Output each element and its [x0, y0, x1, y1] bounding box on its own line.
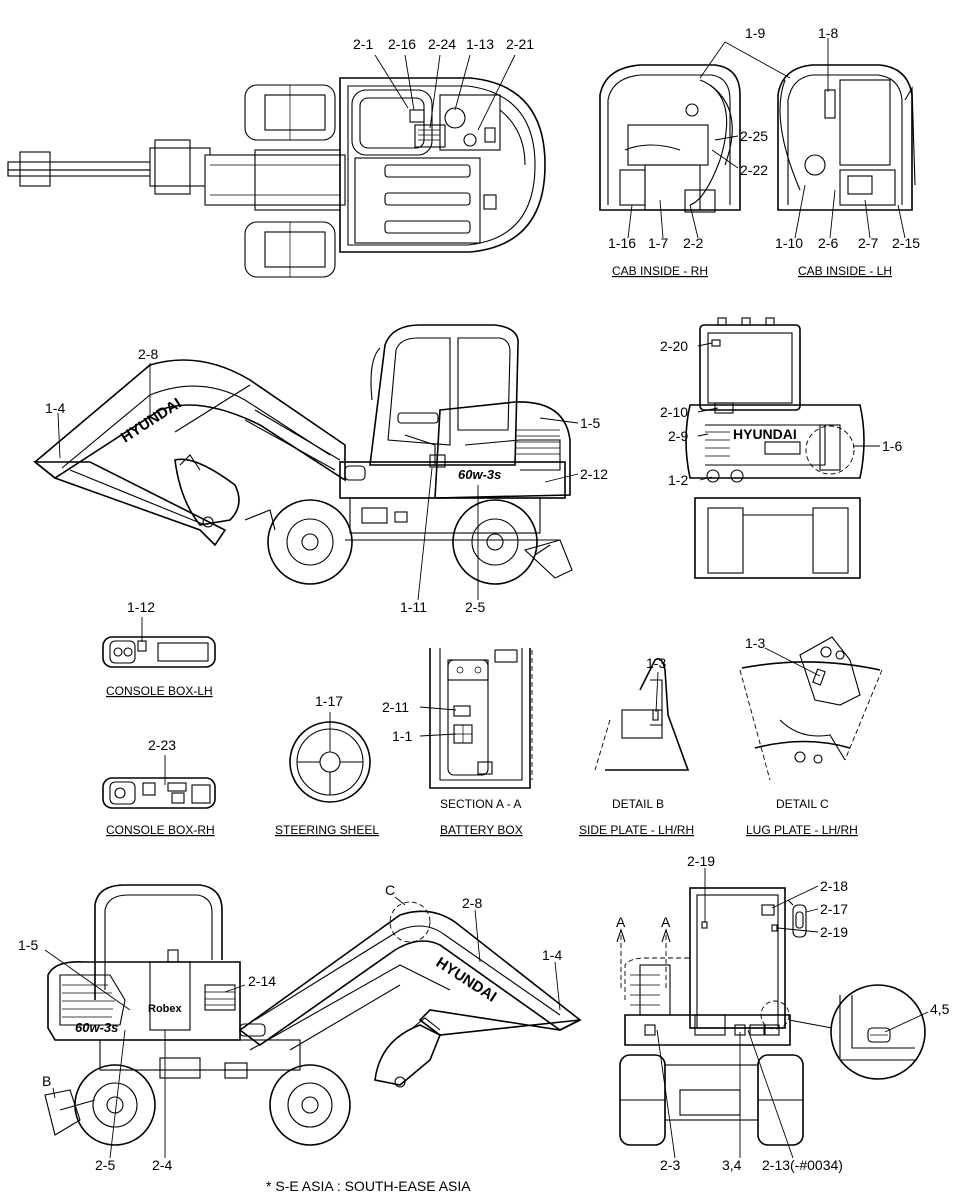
- label-2-22: 2-22: [740, 162, 768, 178]
- label-1-5-side: 1-5: [580, 415, 600, 431]
- label-2-2: 2-2: [683, 235, 703, 251]
- side-view-lh: 60w-3s Robex HYUNDAI: [18, 882, 582, 1173]
- label-2-6: 2-6: [818, 235, 838, 251]
- cab-inside-rh-view: 1-9 2-25 2-22 1-16 1-7 2-2 CAB INSIDE - …: [599, 25, 791, 278]
- label-2-10: 2-10: [660, 404, 688, 420]
- label-a-left: A: [616, 914, 626, 930]
- console-box-rh: 2-23 CONSOLE BOX-RH: [102, 737, 216, 837]
- rear-decal-hyundai: HYUNDAI: [733, 426, 797, 442]
- steering-wheel: 1-17 STEERING SHEEL: [275, 693, 379, 837]
- console-box-lh: 1-12 CONSOLE BOX-LH: [102, 599, 216, 698]
- label-1-3-detail-c: 1-3: [745, 635, 765, 651]
- label-1-16: 1-16: [608, 235, 636, 251]
- detail-c-lug-plate: 1-3 DETAIL C LUG PLATE - LH/RH: [739, 635, 883, 837]
- label-2-14: 2-14: [248, 973, 276, 989]
- robex-decal: Robex: [148, 1003, 183, 1015]
- label-2-19-side: 2-19: [820, 924, 848, 940]
- boom-decal-hyundai: HYUNDAI: [118, 395, 185, 446]
- label-2-21: 2-21: [506, 36, 534, 52]
- label-2-24: 2-24: [428, 36, 456, 52]
- caption-lug-plate: LUG PLATE - LH/RH: [746, 823, 858, 837]
- side-view-rh: HYUNDAI 60w-3s: [32, 324, 608, 615]
- model-decal-lower: 60w-3s: [75, 1020, 118, 1035]
- label-1-8: 1-8: [818, 25, 838, 41]
- label-2-19-top: 2-19: [687, 853, 715, 869]
- label-b: B: [42, 1073, 51, 1089]
- label-2-25: 2-25: [740, 128, 768, 144]
- label-2-15: 2-15: [892, 235, 920, 251]
- label-2-16: 2-16: [388, 36, 416, 52]
- label-2-1: 2-1: [353, 36, 373, 52]
- caption-battery-box: BATTERY BOX: [440, 823, 523, 837]
- label-1-9: 1-9: [745, 25, 765, 41]
- model-decal-side: 60w-3s: [458, 467, 501, 482]
- label-1-5-lower: 1-5: [18, 937, 38, 953]
- label-2-5-lower: 2-5: [95, 1157, 115, 1173]
- caption-cab-inside-rh: CAB INSIDE - RH: [612, 264, 708, 278]
- label-c: C: [385, 882, 395, 898]
- caption-console-box-rh: CONSOLE BOX-RH: [106, 823, 215, 837]
- label-1-1: 1-1: [392, 728, 412, 744]
- label-1-10: 1-10: [775, 235, 803, 251]
- label-2-3: 2-3: [660, 1157, 680, 1173]
- label-2-13: 2-13(-#0034): [762, 1157, 843, 1173]
- label-1-2: 1-2: [668, 472, 688, 488]
- label-1-17: 1-17: [315, 693, 343, 709]
- label-a-right: A: [661, 914, 671, 930]
- caption-console-box-lh: CONSOLE BOX-LH: [106, 684, 213, 698]
- label-2-18: 2-18: [820, 878, 848, 894]
- label-3-4: 3,4: [722, 1157, 742, 1173]
- label-4-5: 4,5: [930, 1001, 950, 1017]
- caption-detail-b: DETAIL B: [612, 797, 664, 811]
- label-1-4-side: 1-4: [45, 400, 65, 416]
- top-view: 2-1 2-16 2-24 1-13 2-21: [7, 36, 546, 278]
- label-2-12: 2-12: [580, 466, 608, 482]
- label-1-4-lower: 1-4: [542, 947, 562, 963]
- label-1-13: 1-13: [466, 36, 494, 52]
- caption-detail-c: DETAIL C: [776, 797, 829, 811]
- label-2-7: 2-7: [858, 235, 878, 251]
- label-2-20: 2-20: [660, 338, 688, 354]
- label-2-9: 2-9: [668, 428, 688, 444]
- caption-section-aa: SECTION A - A: [440, 797, 521, 811]
- rear-view: HYUNDAI 2-20 2-10 2-9 1-6 1-2: [660, 317, 902, 579]
- label-2-23: 2-23: [148, 737, 176, 753]
- label-1-3-detail-b: 1-3: [646, 655, 666, 671]
- caption-side-plate: SIDE PLATE - LH/RH: [579, 823, 694, 837]
- caption-steering-wheel: STEERING SHEEL: [275, 823, 379, 837]
- label-2-17: 2-17: [820, 901, 848, 917]
- footnote: * S-E ASIA : SOUTH-EASE ASIA: [266, 1178, 471, 1194]
- label-1-12: 1-12: [127, 599, 155, 615]
- label-1-7: 1-7: [648, 235, 668, 251]
- label-1-11: 1-11: [400, 599, 427, 615]
- label-2-5-side: 2-5: [465, 599, 485, 615]
- label-2-8-lower: 2-8: [462, 895, 482, 911]
- battery-box: 2-11 1-1 SECTION A - A BATTERY BOX: [382, 648, 533, 837]
- label-2-11: 2-11: [382, 699, 409, 715]
- detail-b-side-plate: 1-3 DETAIL B SIDE PLATE - LH/RH: [579, 655, 694, 837]
- label-1-6: 1-6: [882, 438, 902, 454]
- caption-cab-inside-lh: CAB INSIDE - LH: [798, 264, 892, 278]
- label-2-4: 2-4: [152, 1157, 172, 1173]
- front-view: 2-19 2-18 2-17 2-19 A A 4,5 2-3 3,4 2-13…: [616, 853, 950, 1173]
- cab-inside-lh-view: 1-8 1-10 2-6 2-7 2-15 CAB INSIDE - LH: [775, 25, 920, 278]
- label-2-8-side: 2-8: [138, 346, 158, 362]
